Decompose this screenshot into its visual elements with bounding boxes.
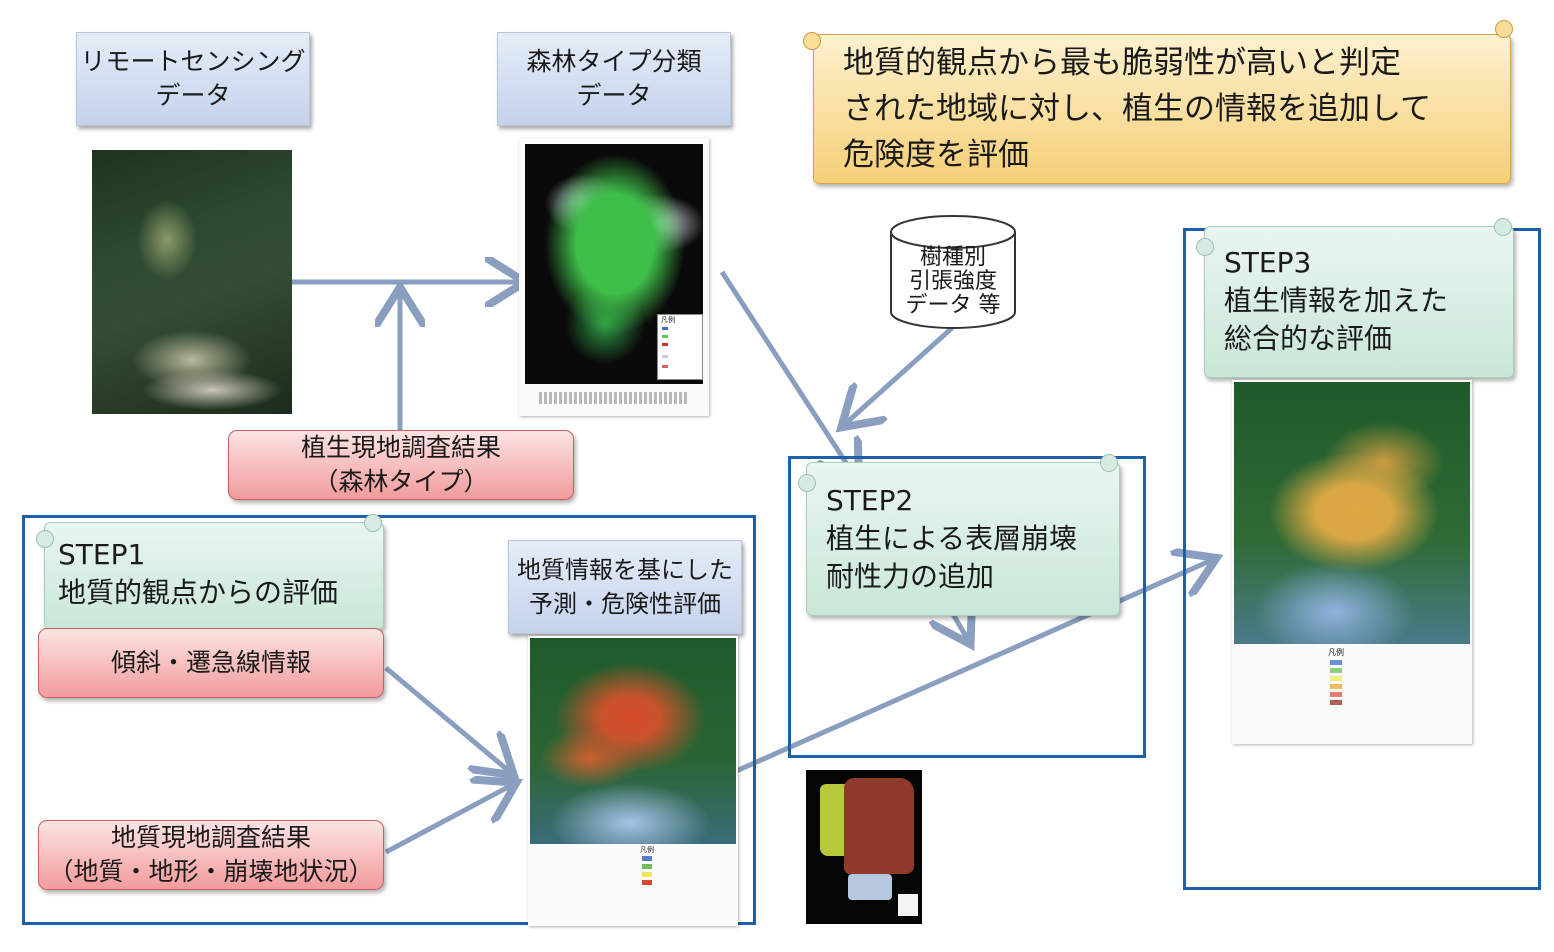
step2-line2: 耐性力の追加 (826, 560, 995, 593)
banner-line3: 危険度を評価 (843, 137, 1029, 173)
step3-text: STEP3 植生情報を加えた 総合的な評価 (1224, 244, 1448, 358)
step3-map: 凡例 (1232, 380, 1472, 744)
arrow-slope-to-prediction (384, 666, 510, 772)
slope-info-line1: 傾斜・遷急線情報 (110, 648, 311, 677)
banner-text: 地質的観点から最も脆弱性が高いと判定 された地域に対し、植生の情報を追加して 危… (843, 40, 1431, 178)
geology-survey-line2: （地質・地形・崩壊地状況） (48, 857, 374, 886)
forest-map-legend: 凡例 (657, 314, 703, 380)
step1-text: STEP1 地質的観点からの評価 (58, 536, 338, 612)
prediction-map-legend: 凡例 (640, 846, 736, 896)
geology-zone-blue (848, 874, 892, 900)
step3-map-legend: 凡例 (1328, 648, 1468, 708)
arrow-geology-to-prediction (384, 785, 512, 855)
forest-type-line1: 森林タイプ分類 (526, 47, 702, 76)
step3-map-image (1234, 382, 1470, 644)
step3-line2: 総合的な評価 (1224, 322, 1393, 355)
arrow-forest-to-step2 (719, 270, 856, 478)
geology-zone-red (844, 778, 914, 874)
banner-curl-left (803, 32, 821, 50)
step1-frame (22, 515, 756, 925)
database-line1: 樹種別 (919, 245, 986, 270)
prediction-map-image (530, 638, 736, 844)
prediction-map: 凡例 (528, 636, 738, 926)
step2-title: STEP2 (826, 484, 914, 517)
database-line2: 引張強度 (908, 269, 997, 294)
remote-sensing-line1: リモートセンシング (80, 47, 306, 76)
prediction-box: 地質情報を基にした 予測・危険性評価 (508, 540, 742, 634)
geology-survey-line1: 地質現地調査結果 (110, 823, 311, 852)
remote-sensing-line2: データ (155, 81, 231, 110)
step3-line1: 植生情報を加えた (1224, 284, 1449, 317)
forest-type-box: 森林タイプ分類 データ (497, 32, 731, 126)
arrow-db-to-step2 (845, 326, 954, 424)
prediction-line2: 予測・危険性評価 (529, 590, 721, 618)
database-line3: データ 等 (905, 293, 1001, 318)
banner-line2: された地域に対し、植生の情報を追加して (843, 91, 1432, 127)
geology-zone-legend (898, 894, 918, 916)
vegetation-survey-line2: （森林タイプ） (313, 467, 489, 496)
step1-scroll: STEP1 地質的観点からの評価 (36, 514, 384, 634)
database-label: 樹種別 引張強度 データ 等 (888, 246, 1018, 318)
banner-line1: 地質的観点から最も脆弱性が高いと判定 (843, 45, 1401, 81)
satellite-image (92, 150, 292, 414)
step1-line1: 地質的観点からの評価 (58, 576, 339, 609)
step3-scroll: STEP3 植生情報を加えた 総合的な評価 (1196, 216, 1514, 382)
vegetation-survey-box: 植生現地調査結果 （森林タイプ） (228, 430, 574, 500)
step3-title: STEP3 (1224, 246, 1312, 279)
remote-sensing-box: リモートセンシング データ (76, 32, 310, 126)
prediction-legend-title: 凡例 (640, 846, 654, 854)
step2-scroll: STEP2 植生による表層崩壊 耐性力の追加 (798, 452, 1120, 620)
forest-map-legend-title: 凡例 (661, 316, 675, 324)
vegetation-survey-line1: 植生現地調査結果 (300, 433, 501, 462)
arrow-prediction-to-step3 (732, 560, 1212, 775)
forest-map-caption (539, 392, 689, 404)
banner-curl-right (1495, 20, 1513, 38)
prediction-line1: 地質情報を基にした (517, 556, 733, 584)
geology-zone-map (806, 770, 922, 924)
step2-frame (788, 456, 1146, 758)
step2-text: STEP2 植生による表層崩壊 耐性力の追加 (826, 482, 1077, 596)
database-cylinder-icon (890, 215, 1016, 329)
step3-legend-title: 凡例 (1328, 648, 1344, 657)
step2-line1: 植生による表層崩壊 (826, 522, 1078, 555)
slope-info-box: 傾斜・遷急線情報 (38, 628, 384, 698)
forest-type-map: 凡例 (519, 138, 709, 416)
forest-type-line2: データ (576, 81, 652, 110)
geology-survey-box: 地質現地調査結果 （地質・地形・崩壊地状況） (38, 820, 384, 890)
summary-banner: 地質的観点から最も脆弱性が高いと判定 された地域に対し、植生の情報を追加して 危… (803, 20, 1513, 190)
step1-title: STEP1 (58, 538, 146, 571)
